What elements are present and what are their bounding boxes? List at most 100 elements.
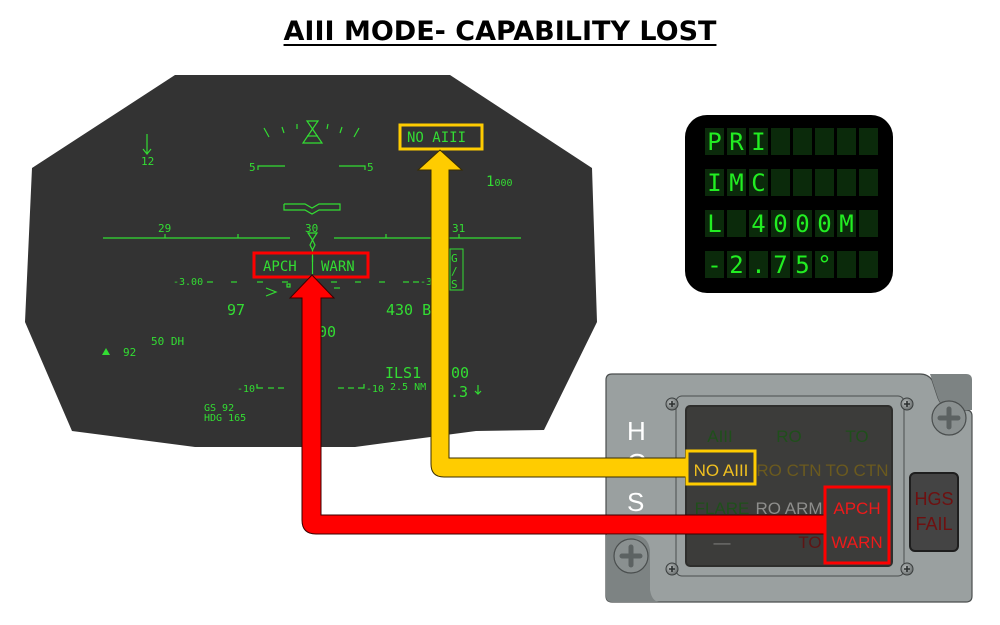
- glideslope-reference-line: [207, 281, 419, 289]
- hgs-fail-button[interactable]: [909, 472, 959, 552]
- pitch-label-right: 5: [367, 161, 374, 174]
- display-cell: [837, 128, 856, 155]
- display-char: 2: [729, 251, 743, 279]
- display-cell: [727, 210, 746, 237]
- display-cell: [727, 128, 746, 155]
- gs-flag-slash: /: [451, 265, 458, 278]
- display-cell: [705, 210, 724, 237]
- display-char: C: [751, 169, 765, 197]
- display-char: I: [751, 128, 765, 156]
- wind-value: 12: [141, 155, 154, 168]
- annunciator-to: TO: [845, 427, 868, 446]
- display-char: P: [707, 128, 721, 156]
- display-cell: [705, 169, 724, 196]
- wind-arrow-icon: [142, 134, 152, 155]
- vertical-speed: .3: [450, 383, 468, 401]
- display-cell: [771, 251, 790, 278]
- pitch-ladder-minus10: [256, 384, 365, 389]
- panel-apch-warn-highlight: [823, 485, 891, 565]
- hud-no-aiii-highlight: [398, 123, 484, 151]
- display-cell: [837, 169, 856, 196]
- display-cell: [727, 251, 746, 278]
- apch-warn-connector-arrow: [288, 274, 826, 535]
- airspeed-value: 97: [227, 301, 245, 319]
- display-cell: [859, 251, 878, 278]
- display-cell: [705, 251, 724, 278]
- panel-label-s: S: [627, 487, 644, 517]
- display-cell: [771, 210, 790, 237]
- display-cell: [859, 210, 878, 237]
- gs-flag-box: [449, 248, 464, 291]
- display-cell: [793, 128, 812, 155]
- panel-no-aiii-highlight: [685, 449, 757, 486]
- display-char: 5: [795, 251, 809, 279]
- panel-inner-frame: [675, 395, 905, 577]
- display-char: R: [729, 128, 744, 156]
- display-char: 0: [817, 210, 831, 238]
- display-cell: [815, 128, 834, 155]
- ground-speed: GS 92: [204, 403, 234, 414]
- page-title: AIII MODE- CAPABILITY LOST: [0, 16, 1000, 47]
- annunciator-to-ctn: TO CTN: [826, 461, 889, 480]
- display-char: °: [817, 251, 831, 279]
- screw-icon: [665, 562, 679, 576]
- hgs-annunciator-panel: H G S AIII RO TO RO CTN TO CTN FLARE RO …: [605, 373, 973, 603]
- heading-31: 31: [452, 222, 465, 235]
- hud-warn-text: WARN: [321, 259, 355, 275]
- display-char: 0: [773, 210, 787, 238]
- decision-height: 50 DH: [151, 335, 184, 348]
- panel-corner-recess: [930, 374, 972, 410]
- display-cell: [727, 169, 746, 196]
- aircraft-reference-icon: [283, 203, 341, 215]
- heading-29: 29: [158, 222, 171, 235]
- speed-reference: 92: [123, 346, 136, 359]
- title-text: AIII MODE- CAPABILITY LOST: [283, 16, 717, 47]
- annunciator-dash: —: [714, 533, 731, 552]
- hud-no-aiii-text: NO AIII: [407, 130, 466, 146]
- mounting-screw-icon: [613, 538, 649, 574]
- gs-flag-g: G: [451, 252, 458, 265]
- pitch-label-left: 5: [249, 161, 256, 174]
- annunciator-ro: RO: [776, 427, 802, 446]
- display-cell: [815, 210, 834, 237]
- baro-altitude-value: 430 B: [386, 301, 431, 319]
- display-cell: [749, 251, 768, 278]
- ils-source: ILS1: [385, 364, 421, 382]
- display-cell: [837, 210, 856, 237]
- pitch-ladder-plus5: [257, 165, 366, 170]
- altitude-thousands: 1000: [486, 174, 513, 190]
- screw-icon: [900, 562, 914, 576]
- roll-scale: [263, 123, 360, 138]
- gs-flag-s: S: [451, 278, 458, 291]
- radio-altitude-value: 00: [318, 323, 336, 341]
- display-cell: [705, 128, 724, 155]
- speed-ref-triangle-icon: [102, 348, 110, 355]
- horizon-heading-line: [103, 234, 521, 239]
- display-cell: [771, 169, 790, 196]
- roll-pointer-icon: [301, 120, 324, 144]
- heading-readout: HDG 165: [204, 413, 246, 424]
- flight-path-icon: [265, 283, 291, 297]
- display-char: .: [751, 251, 765, 279]
- vertical-speed-down-arrow-icon: [474, 385, 482, 395]
- ils-altitude: 00: [451, 364, 469, 382]
- annunciator-no-aiii: NO AIII: [694, 461, 749, 480]
- mounting-screw-icon: [931, 400, 967, 436]
- display-cell: [859, 128, 878, 155]
- display-char: 0: [795, 210, 809, 238]
- annunciator-ro-arm: RO ARM: [755, 499, 822, 518]
- annunciator-warn: WARN: [831, 533, 882, 552]
- display-cell: [771, 128, 790, 155]
- display-char: 4: [751, 210, 765, 238]
- hgs-fail-line2: FAIL: [915, 514, 952, 534]
- distance-to-threshold: 2.5 NM: [390, 382, 426, 393]
- display-cell: [815, 251, 834, 278]
- panel-label-h: H: [627, 416, 646, 446]
- screw-icon: [900, 397, 914, 411]
- display-cell: [749, 169, 768, 196]
- screw-icon: [665, 397, 679, 411]
